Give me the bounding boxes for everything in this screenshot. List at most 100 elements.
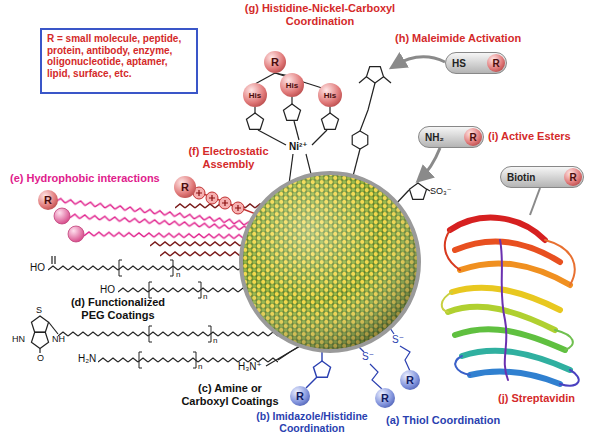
streptavidin-ribbon <box>555 330 573 350</box>
peg-chain <box>149 326 211 342</box>
callout-label: (d) Functionalized PEG Coatings <box>58 296 178 321</box>
atom-label: S <box>36 305 42 315</box>
imidazole-ring <box>306 377 317 388</box>
callout-label: (a) Thiol Coordination <box>386 414 500 427</box>
histidine-nickel-bonds <box>321 113 338 129</box>
node-text: R = small molecule, peptide, protein, an… <box>47 33 181 79</box>
node-text: R <box>271 56 279 68</box>
streptavidin-ribbon <box>455 356 470 375</box>
histidine-nickel-bonds <box>283 104 300 120</box>
active-ester <box>394 183 430 206</box>
histidine-sphere: His <box>280 73 304 97</box>
imidazole-ring <box>313 361 330 377</box>
biotin-ring <box>39 349 40 354</box>
biotin-ring <box>31 316 48 332</box>
atom-label: O <box>37 353 44 363</box>
atom-label: NH <box>52 334 65 344</box>
streptavidin-ribbon <box>545 240 575 285</box>
histidine-nickel-bonds <box>258 130 286 145</box>
atom-label: S⁻ <box>362 351 374 363</box>
ligand-sphere: R <box>38 190 58 210</box>
ligand-sphere: R <box>464 128 482 146</box>
reagent-pill: NH₂ R <box>418 126 484 148</box>
node-text: R <box>469 132 476 143</box>
amine-bond <box>266 346 300 366</box>
streptavidin-ribbon <box>455 329 565 350</box>
nanoparticle <box>241 173 419 351</box>
atom-label: SO₃⁻ <box>430 186 451 196</box>
atom-label: H₃N⁺ <box>238 361 262 373</box>
node-text: R <box>569 172 576 183</box>
ion-label: Ni²⁺ <box>289 141 308 153</box>
lipid-chain <box>68 226 84 242</box>
peg-chain <box>119 260 173 276</box>
histidine-nickel-bonds <box>254 107 255 113</box>
peg-chain <box>48 264 242 272</box>
streptavidin-ribbon <box>442 218 579 386</box>
ligand-sphere: R <box>564 168 582 186</box>
callout-label: (e) Hydrophobic interactions <box>10 172 160 185</box>
subscript-label: n <box>213 336 217 345</box>
reagent-name: NH₂ <box>425 132 444 143</box>
peg-chain <box>149 282 201 298</box>
thiol-chain <box>370 364 382 389</box>
ligand-sphere: R <box>375 388 395 408</box>
lipid-chain <box>69 212 249 233</box>
atom-label: S⁻ <box>392 334 404 346</box>
biotin-link <box>530 188 540 215</box>
ligand-sphere: R <box>487 54 505 72</box>
streptavidin-ribbon <box>448 307 555 330</box>
ligand-sphere: R <box>400 370 420 390</box>
reagent-name: Biotin <box>507 172 535 183</box>
streptavidin-ribbon <box>500 240 508 380</box>
peg-chain <box>139 352 196 368</box>
active-ester <box>409 183 426 199</box>
callout-label: (i) Active Esters <box>488 130 571 143</box>
ligand-sphere: R <box>290 386 310 406</box>
lipid-chain <box>54 208 70 224</box>
biotin-ring <box>49 322 59 334</box>
streptavidin-ribbon <box>455 241 560 262</box>
node-text: His <box>249 91 261 100</box>
lipid-chain <box>84 230 249 241</box>
nanoparticle <box>241 173 419 351</box>
charged-polymer <box>193 187 256 214</box>
atom-label: H₂N <box>78 353 96 365</box>
streptavidin-ribbon <box>462 351 570 370</box>
atom-label: HO <box>30 262 45 274</box>
nanoparticle <box>242 174 418 350</box>
histidine-sphere: His <box>318 83 342 107</box>
node-text: His <box>324 91 336 100</box>
maleimide-linker <box>384 77 391 83</box>
peg-chain <box>118 286 248 294</box>
reagent-pill: HSR <box>445 52 507 74</box>
note-box: R = small molecule, peptide, protein, an… <box>40 28 198 94</box>
ligand-sphere: R <box>174 176 196 198</box>
lipid-chain <box>160 250 250 258</box>
histidine-sphere: His <box>243 83 267 107</box>
histidine-nickel-bonds <box>291 97 292 104</box>
streptavidin-ribbon <box>450 218 545 240</box>
callout-label: (c) Amine or Carboxyl Coatings <box>175 382 285 407</box>
node-text: R <box>406 374 414 386</box>
streptavidin-ribbon <box>560 370 579 386</box>
callout-label: (g) Histidine-Nickel-Carboxyl Coordinati… <box>225 2 415 27</box>
streptavidin-ribbon <box>445 230 460 270</box>
reagent-pill: Biotin R <box>500 166 584 188</box>
callout-label: (h) Maleimide Activation <box>395 32 521 45</box>
streptavidin-ribbon <box>460 263 570 285</box>
reaction-arrow <box>420 148 440 179</box>
maleimide-linker <box>352 67 391 180</box>
imidazole-ring <box>306 348 331 388</box>
charged-polymer <box>196 190 241 211</box>
callout-label: (f) Electrostatic Assembly <box>176 145 281 170</box>
maleimide-linker <box>366 67 383 83</box>
nanoparticle <box>242 174 418 350</box>
node-text: R <box>296 390 304 402</box>
biotin-ring <box>31 332 48 348</box>
reaction-arrow <box>394 57 445 66</box>
biotin-link <box>530 188 540 215</box>
maleimide-linker <box>359 77 366 83</box>
streptavidin-ribbon <box>442 292 452 312</box>
histidine-nickel-bonds <box>246 113 263 129</box>
